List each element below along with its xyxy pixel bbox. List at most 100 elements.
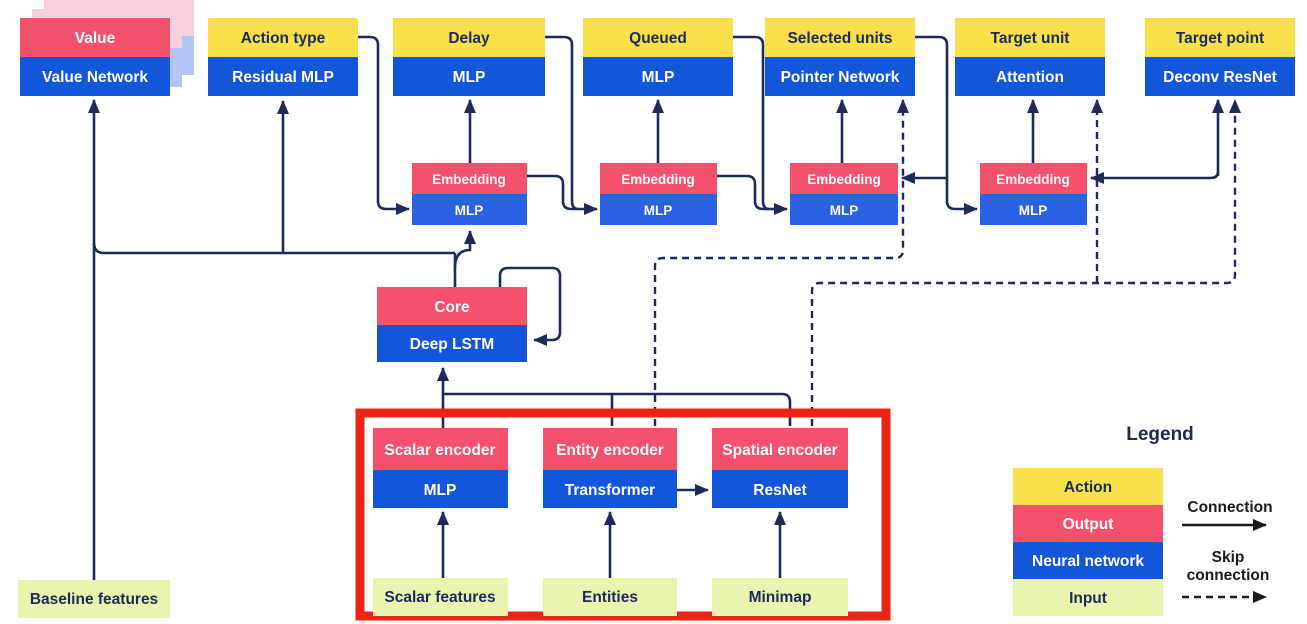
embedding2-mlp-label: MLP — [644, 203, 673, 218]
scalarencoder-network-box — [373, 470, 508, 508]
embedding2-output-box — [600, 163, 717, 194]
entityencoder-output-box — [543, 428, 677, 470]
legend-output-label: Output — [1063, 516, 1114, 533]
legend-action-swatch — [1013, 468, 1163, 505]
node-scalar-features: Scalar features — [373, 578, 508, 616]
selectedunits-action-box — [765, 18, 915, 57]
legend-action-label: Action — [1064, 479, 1112, 496]
skip-entity-to-pointer — [653, 99, 909, 426]
targetunit-network-box — [955, 57, 1105, 96]
baseline-input-box — [18, 580, 170, 618]
node-embedding-3: Embedding MLP — [790, 163, 898, 225]
skip-connections — [653, 99, 1241, 426]
actiontype-label: Action type — [241, 30, 326, 47]
embedding4-label: Embedding — [996, 172, 1070, 187]
solid-connections — [88, 35, 1224, 580]
spatialencoder-output-box — [712, 428, 848, 470]
queued-label: Queued — [629, 30, 687, 47]
connection-queued-to-embedding3 — [733, 35, 770, 211]
connection-embedding2-to-embedding3 — [717, 174, 788, 215]
legend-input-swatch — [1013, 579, 1163, 616]
entityencoder-network-box — [543, 470, 677, 508]
embedding1-label: Embedding — [432, 172, 506, 187]
connection-selectedunits-to-embedding4 — [913, 35, 978, 215]
core-network-box — [377, 325, 527, 362]
transformer-label: Transformer — [565, 482, 655, 499]
node-value: Value Value Network — [20, 0, 194, 96]
embedding3-label: Embedding — [807, 172, 881, 187]
attention-label: Attention — [996, 69, 1064, 86]
entities-label: Entities — [582, 589, 638, 606]
embedding1-mlp-label: MLP — [455, 203, 484, 218]
delay-mlp-label: MLP — [453, 69, 486, 86]
legend-output-swatch — [1013, 505, 1163, 542]
spatialencoder-network-box — [712, 470, 848, 508]
residual-mlp-label: Residual MLP — [232, 69, 334, 86]
legend-skip-label-line1: Skip — [1212, 549, 1245, 566]
spatialencoder-label: Spatial encoder — [722, 442, 837, 459]
selectedunits-network-box — [765, 57, 915, 96]
queued-network-box — [583, 57, 733, 96]
node-delay: Delay MLP — [393, 18, 545, 96]
node-selected-units: Selected units Pointer Network — [765, 18, 915, 96]
node-entities: Entities — [543, 578, 677, 616]
scalarencoder-label: Scalar encoder — [384, 442, 495, 459]
selectedunits-label: Selected units — [787, 30, 892, 47]
entityencoder-label: Entity encoder — [556, 442, 664, 459]
legend-title: Legend — [1126, 424, 1194, 445]
legend: Legend Action Output Neural network Inpu… — [1013, 424, 1273, 616]
embedding3-mlp-label: MLP — [830, 203, 859, 218]
pointer-network-label: Pointer Network — [781, 69, 900, 86]
embedding2-mlp-box — [600, 194, 717, 225]
legend-connection-label: Connection — [1187, 499, 1272, 516]
targetunit-action-box — [955, 18, 1105, 57]
legend-network-swatch — [1013, 542, 1163, 579]
core-label: Core — [434, 299, 470, 316]
legend-network-label: Neural network — [1032, 553, 1144, 570]
connection-to-embedding4-right — [1090, 171, 1220, 184]
connection-delay-to-embedding2 — [545, 35, 579, 211]
node-spatial-encoder: Spatial encoder ResNet — [712, 428, 848, 508]
node-scalar-encoder: Scalar encoder MLP — [373, 428, 508, 508]
minimap-input-box — [712, 578, 848, 616]
node-action-type: Action type Residual MLP — [208, 18, 358, 96]
deconv-resnet-label: Deconv ResNet — [1163, 69, 1277, 86]
delay-network-box — [393, 57, 545, 96]
targetunit-label: Target unit — [991, 30, 1070, 47]
node-target-unit: Target unit Attention — [955, 18, 1105, 96]
embedding3-output-box — [790, 163, 898, 194]
value-network-label: Value Network — [42, 69, 148, 86]
embedding1-mlp-box — [412, 194, 527, 225]
node-queued: Queued MLP — [583, 18, 733, 96]
delay-action-box — [393, 18, 545, 57]
baseline-label: Baseline features — [30, 591, 158, 608]
scalarencoder-output-box — [373, 428, 508, 470]
connection-actiontype-to-embedding1 — [358, 35, 410, 215]
value-label: Value — [75, 30, 116, 47]
connection-merge-horizontal — [443, 392, 792, 426]
node-minimap: Minimap — [712, 578, 848, 616]
delay-label: Delay — [448, 30, 490, 47]
connection-core-to-left-horizontal — [92, 242, 455, 255]
scalarfeatures-label: Scalar features — [384, 589, 495, 606]
minimap-label: Minimap — [749, 589, 812, 606]
targetpoint-network-box — [1145, 57, 1295, 96]
node-embedding-1: Embedding MLP — [412, 163, 527, 225]
queued-action-box — [583, 18, 733, 57]
targetpoint-action-box — [1145, 18, 1295, 57]
core-output-box — [377, 287, 527, 325]
value-network-box — [20, 57, 170, 96]
embedding1-output-box — [412, 163, 527, 194]
actiontype-action-box — [208, 18, 358, 57]
embedding4-mlp-box — [980, 194, 1087, 225]
embedding4-mlp-label: MLP — [1019, 203, 1048, 218]
value-output-box — [20, 18, 170, 57]
node-core: Core Deep LSTM — [377, 287, 527, 362]
connection-core-to-embedding1 — [453, 230, 476, 269]
node-embedding-2: Embedding MLP — [600, 163, 717, 225]
connection-lstm-self-loop — [498, 266, 562, 346]
targetpoint-label: Target point — [1176, 30, 1264, 47]
node-target-point: Target point Deconv ResNet — [1145, 18, 1295, 96]
queued-mlp-label: MLP — [642, 69, 675, 86]
